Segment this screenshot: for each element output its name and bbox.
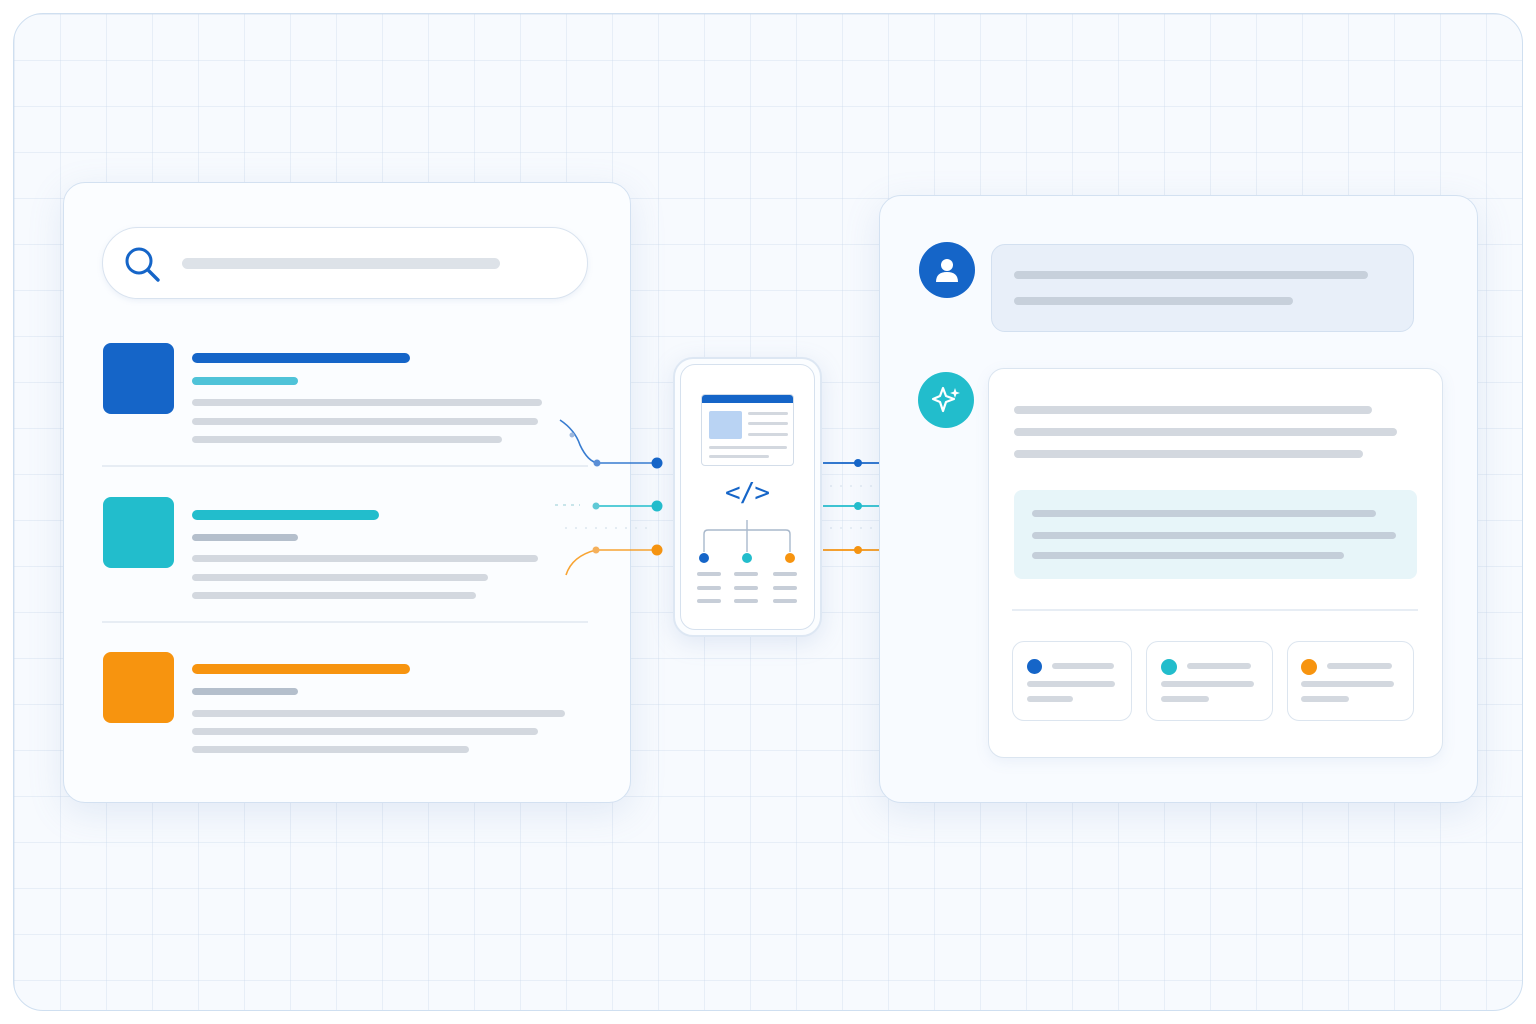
mini-page-preview	[701, 394, 794, 466]
assistant-avatar	[918, 372, 974, 428]
source-chip-line	[1301, 681, 1394, 687]
result-divider	[102, 465, 588, 467]
connector-node	[569, 432, 575, 438]
connector-node	[651, 500, 663, 512]
mini-page-line	[709, 446, 787, 449]
response-line	[1014, 428, 1397, 436]
branch-line	[773, 572, 797, 576]
result-line	[192, 555, 538, 562]
user-message-line	[1014, 297, 1293, 305]
source-chip-line	[1161, 696, 1209, 702]
response-divider	[1012, 609, 1418, 611]
result-line	[192, 436, 502, 443]
connector-node	[651, 544, 663, 556]
branch-line	[697, 572, 721, 576]
result-line	[192, 728, 538, 735]
mini-page-image	[709, 411, 742, 439]
source-dot-blue	[1027, 659, 1042, 674]
result-line	[192, 592, 476, 599]
result-title-3	[192, 664, 410, 674]
source-chip-line	[1027, 681, 1115, 687]
source-chip-line	[1027, 696, 1073, 702]
connector-node	[592, 502, 600, 510]
source-chip-line	[1052, 663, 1114, 669]
connector-node	[854, 502, 862, 510]
result-divider	[102, 621, 588, 623]
sparkle-icon	[931, 386, 960, 413]
user-icon	[936, 259, 958, 282]
branch-line	[773, 586, 797, 590]
result-line	[192, 710, 565, 717]
highlight-line	[1032, 510, 1376, 517]
connector-node	[854, 546, 862, 554]
connector-node	[593, 459, 601, 467]
result-thumbnail-2	[103, 497, 174, 568]
result-title-1	[192, 353, 410, 363]
source-dot-orange	[1301, 659, 1317, 675]
branch-line	[697, 599, 721, 603]
user-message-line	[1014, 271, 1368, 279]
branch-line	[734, 586, 758, 590]
source-chip-line	[1301, 696, 1349, 702]
result-line	[192, 399, 542, 406]
highlight-line	[1032, 552, 1344, 559]
mini-page-line	[748, 433, 788, 436]
code-icon: </>	[725, 478, 770, 508]
branch-dot-orange	[785, 553, 795, 563]
response-line	[1014, 450, 1363, 458]
source-chip-line	[1327, 663, 1392, 669]
result-thumbnail-3	[103, 652, 174, 723]
result-subtitle-3	[192, 688, 298, 695]
connector-node	[854, 459, 862, 467]
result-line	[192, 746, 469, 753]
highlight-line	[1032, 532, 1396, 539]
search-icon	[125, 247, 160, 282]
source-dot-teal	[1161, 659, 1177, 675]
source-chip-line	[1187, 663, 1251, 669]
source-chip-line	[1161, 681, 1254, 687]
result-title-2	[192, 510, 379, 520]
result-line	[192, 574, 488, 581]
mini-page-line	[748, 412, 788, 415]
mini-page-line	[748, 422, 788, 425]
result-subtitle-1	[192, 377, 298, 385]
connector-node	[651, 457, 663, 469]
result-thumbnail-1	[103, 343, 174, 414]
branch-line	[697, 586, 721, 590]
result-line	[192, 418, 538, 425]
response-line	[1014, 406, 1372, 414]
branch-line	[773, 599, 797, 603]
mini-page-line	[709, 455, 769, 458]
search-placeholder	[182, 258, 500, 269]
connector-node	[592, 546, 600, 554]
result-subtitle-2	[192, 534, 298, 541]
branch-tree	[703, 520, 791, 552]
user-message-bubble	[991, 244, 1414, 332]
branch-dot-blue	[699, 553, 709, 563]
branch-line	[734, 599, 758, 603]
branch-line	[734, 572, 758, 576]
mini-page-header	[702, 395, 793, 403]
user-avatar	[919, 242, 975, 298]
branch-dot-teal	[742, 553, 752, 563]
